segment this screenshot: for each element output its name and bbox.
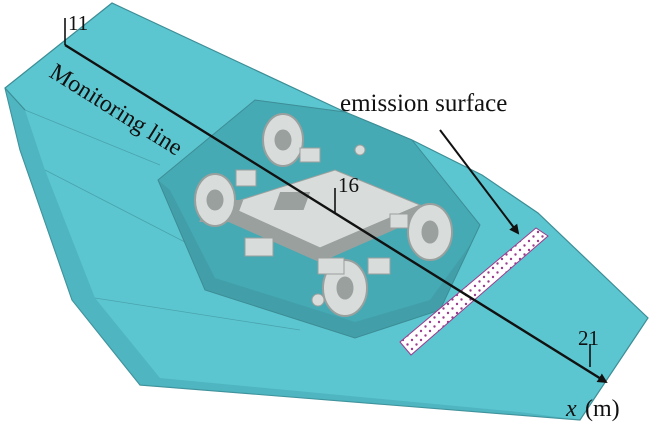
axle-box-4: [389, 213, 409, 229]
axle-box-2: [299, 147, 321, 163]
emission-surface-label: emission surface: [340, 90, 507, 117]
wheel-rear-right: [407, 203, 453, 261]
channel-edge: [4, 87, 26, 111]
pit-wall: [158, 180, 480, 338]
channel-inner-edge-3: [94, 297, 301, 331]
point-21-label: 21: [578, 326, 599, 350]
monitoring-line: [64, 43, 608, 384]
emission-pointer-arrow: [439, 129, 520, 235]
motor-block: [244, 237, 274, 257]
damper: [311, 293, 325, 307]
wheel-front-left: [194, 173, 236, 227]
emission-surface: [399, 227, 549, 356]
emission-surface-dots: [400, 228, 548, 355]
point-11-label: 11: [68, 11, 88, 35]
bogie: [194, 113, 453, 317]
axle-box-3: [367, 257, 391, 275]
axle-box: [235, 169, 257, 187]
channel-inner-edge-2: [44, 169, 211, 256]
channel-inner-edge: [24, 109, 161, 166]
axis-variable-label: x: [565, 396, 577, 422]
damper-2: [354, 144, 366, 156]
point-16-label: 16: [338, 173, 359, 197]
motor-block-2: [317, 257, 345, 275]
wheel-rear-left: [262, 113, 304, 167]
axis-unit-label: (m): [585, 396, 620, 422]
bogie-frame-window-2: [273, 192, 311, 210]
